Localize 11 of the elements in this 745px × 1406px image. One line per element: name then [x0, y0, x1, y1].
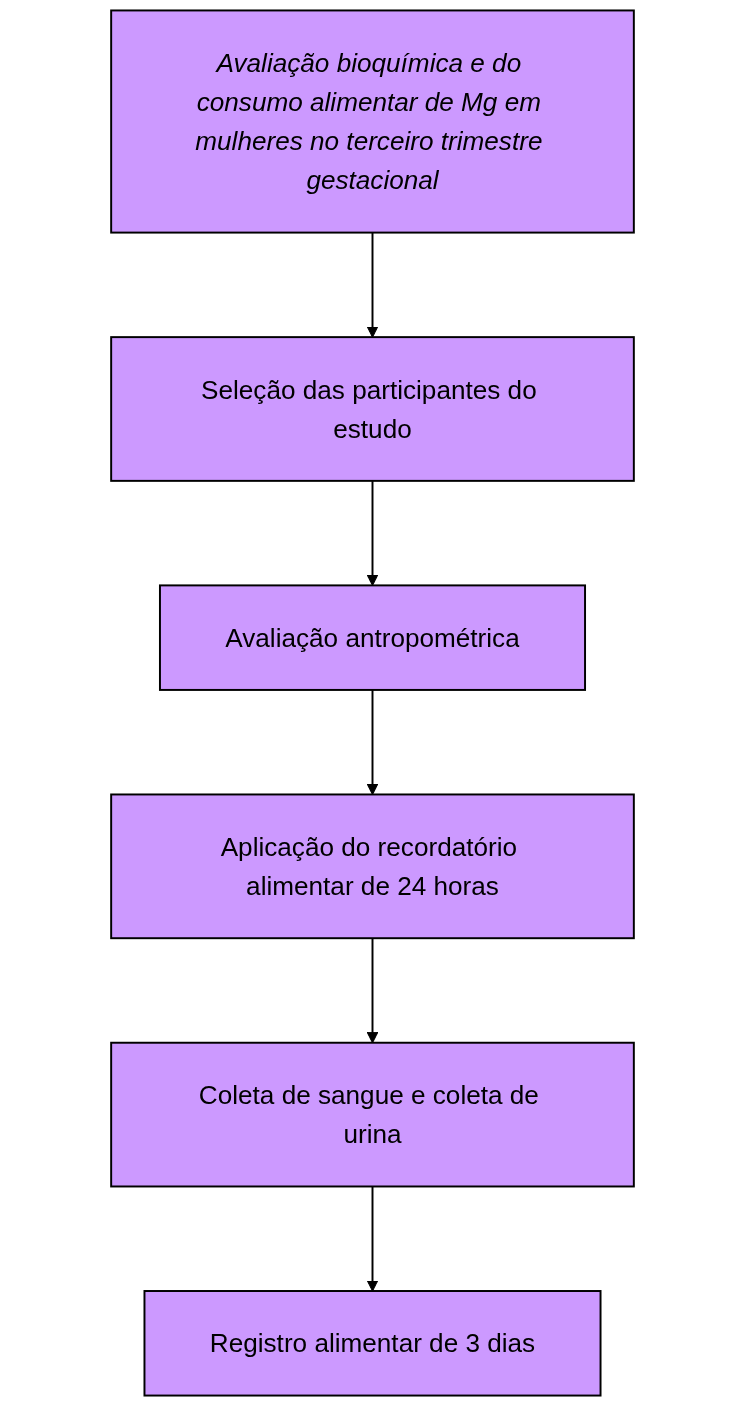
arrow [366, 479, 379, 586]
node-box: Avaliação bioquímica e do consumo alimentar de Mg em mulheres no terceiro trimestre gestacional [110, 9, 635, 234]
node-box: Seleção das participantes do estudo [110, 336, 635, 482]
arrow [366, 231, 379, 338]
arrow [366, 937, 379, 1044]
node-box: Aplicação do recordatório alimentar de 24 horas [110, 793, 635, 940]
node-box: Coleta de sangue e coleta de urina [110, 1041, 635, 1188]
node-box: Avaliação antropométrica [159, 584, 586, 691]
node-box: Registro alimentar de 3 dias [143, 1290, 602, 1397]
arrow [366, 1185, 379, 1292]
arrow [366, 688, 379, 795]
